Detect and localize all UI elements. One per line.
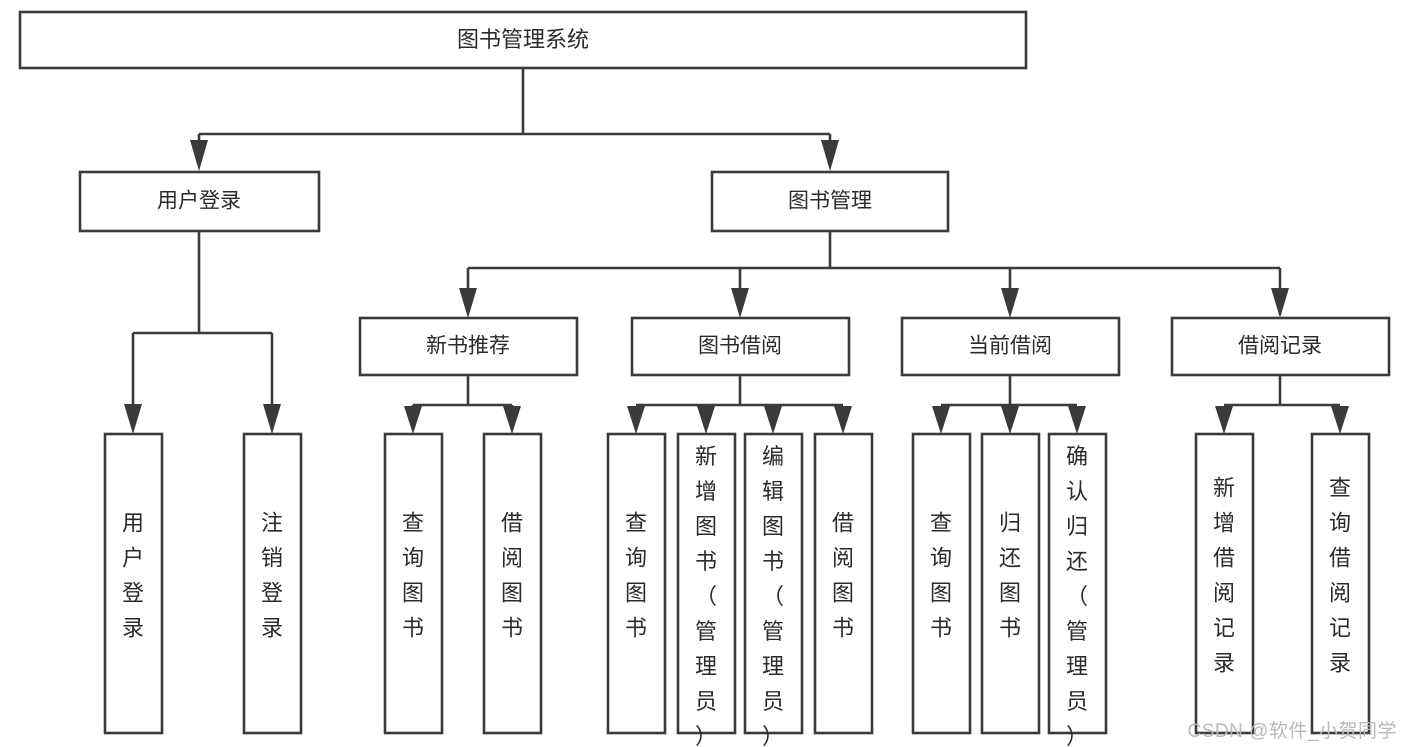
leaf-user-login-label: 用户登录 [122,511,144,641]
node-book-borrow[interactable]: 图书借阅 [630,316,851,377]
leaf-borrow-book-rec-label: 借阅图书 [501,511,523,641]
leaf-borrow-book-rec-box[interactable] [482,432,543,735]
leaf-add-borrow-record[interactable]: 新增借阅记录 [1194,432,1255,735]
leaf-confirm-return-label: 确认归还（管理员） [1066,444,1088,747]
arrow-head-leaf-add-book [697,406,715,434]
leaf-return-book-label: 归还图书 [999,511,1021,641]
arrow-head-book-mgmt [821,140,839,171]
arrow-head-leaf-borrow-book-2 [834,406,852,434]
node-book-management[interactable]: 图书管理 [710,170,950,233]
arrow-head-leaf-confirm-return [1068,406,1086,434]
leaf-add-book[interactable]: 新增图书（管理员） [676,432,737,747]
node-root-box[interactable] [18,10,1028,70]
leaf-query-book-borrow[interactable]: 查询图书 [606,432,667,735]
leaf-edit-book-box[interactable] [743,432,804,735]
leaf-query-book-rec-box[interactable] [383,432,444,735]
node-user-login-label: 用户登录 [157,190,241,213]
arrow-head-current-borrow [1001,288,1019,318]
leaf-logout[interactable]: 注销登录 [242,432,303,735]
arrow-head-book-borrow [731,288,749,318]
leaf-return-book[interactable]: 归还图书 [980,432,1041,735]
leaf-logout-label: 注销登录 [261,511,283,641]
leaf-add-borrow-record-box[interactable] [1194,432,1255,735]
connector-layer [124,68,1349,434]
node-new-book-recommend-box[interactable] [358,316,579,377]
leaf-query-borrow-record[interactable]: 查询借阅记录 [1310,432,1371,735]
arrow-head-leaf-borrow-book-1 [503,406,521,434]
leaf-query-book-current-box[interactable] [911,432,972,735]
arrow-head-user-login [190,140,208,171]
leaf-add-book-box[interactable] [676,432,737,735]
leaf-user-login[interactable]: 用户登录 [103,432,164,735]
leaf-query-book-rec[interactable]: 查询图书 [383,432,444,735]
arrow-head-leaf-return-book [1001,406,1019,434]
arrow-head-leaf-query-book-1 [404,406,422,434]
leaf-borrow-book-borrow[interactable]: 借阅图书 [813,432,874,735]
leaf-borrow-book-borrow-label: 借阅图书 [832,511,854,641]
leaf-edit-book-label: 编辑图书（管理员） [762,444,784,747]
leaf-add-book-label: 新增图书（管理员） [695,444,717,747]
node-root[interactable]: 图书管理系统 [18,10,1028,70]
arrow-head-leaf-user-login [124,404,142,434]
leaf-confirm-return-box[interactable] [1047,432,1108,735]
arrow-head-new-book-rec [459,288,477,318]
node-current-borrow-box[interactable] [900,316,1121,377]
arrow-head-leaf-edit-book [764,406,782,434]
node-current-borrow-label: 当前借阅 [968,335,1052,358]
leaf-confirm-return[interactable]: 确认归还（管理员） [1047,432,1108,747]
node-borrow-record-label: 借阅记录 [1238,335,1322,358]
arrow-head-borrow-record [1271,288,1289,318]
arrow-head-leaf-logout [263,404,281,434]
node-book-borrow-box[interactable] [630,316,851,377]
arrow-head-leaf-query-book-2 [627,406,645,434]
leaf-borrow-book-rec[interactable]: 借阅图书 [482,432,543,735]
leaf-logout-box[interactable] [242,432,303,735]
node-book-management-box[interactable] [710,170,950,233]
leaf-query-borrow-record-label: 查询借阅记录 [1329,476,1351,676]
leaf-query-book-current-label: 查询图书 [930,511,952,641]
node-book-borrow-label: 图书借阅 [698,335,782,358]
leaf-query-borrow-record-box[interactable] [1310,432,1371,735]
node-user-login-box[interactable] [78,170,321,233]
arrow-head-leaf-add-record [1215,406,1233,434]
leaf-query-book-borrow-box[interactable] [606,432,667,735]
leaf-edit-book[interactable]: 编辑图书（管理员） [743,432,804,747]
leaf-query-book-current[interactable]: 查询图书 [911,432,972,735]
leaf-query-book-borrow-label: 查询图书 [625,511,647,641]
leaf-borrow-book-borrow-box[interactable] [813,432,874,735]
node-borrow-record-box[interactable] [1170,316,1391,377]
node-borrow-record[interactable]: 借阅记录 [1170,316,1391,377]
node-new-book-recommend[interactable]: 新书推荐 [358,316,579,377]
leaf-add-borrow-record-label: 新增借阅记录 [1213,476,1235,676]
node-new-book-recommend-label: 新书推荐 [426,335,510,358]
arrow-head-leaf-query-book-3 [932,406,950,434]
leaf-user-login-box[interactable] [103,432,164,735]
node-root-label: 图书管理系统 [457,27,589,52]
leaf-query-book-rec-label: 查询图书 [402,511,424,641]
node-user-login[interactable]: 用户登录 [78,170,321,233]
leaf-return-book-box[interactable] [980,432,1041,735]
arrow-head-leaf-query-record [1331,406,1349,434]
node-book-management-label: 图书管理 [788,190,872,213]
node-current-borrow[interactable]: 当前借阅 [900,316,1121,377]
